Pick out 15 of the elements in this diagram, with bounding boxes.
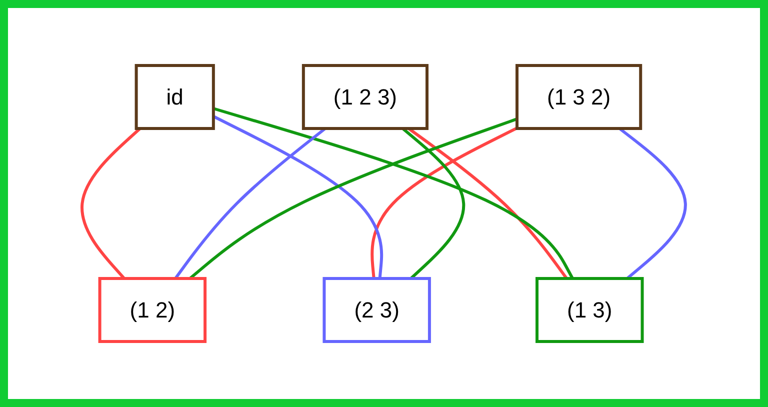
connector [402,127,466,280]
node-box: (2 3) [323,277,432,343]
connector [618,127,688,280]
node-box: (1 3) [536,277,644,343]
node-box: (1 2 3) [302,64,429,130]
connector [370,126,518,279]
node-box: (1 3 2) [516,64,642,130]
connector [408,127,568,280]
connector [189,118,518,280]
connector [174,127,326,280]
node-box: id [135,64,216,130]
connector [213,115,384,279]
connector [80,127,142,280]
node-box: (1 2) [98,277,207,343]
connector [213,107,574,280]
